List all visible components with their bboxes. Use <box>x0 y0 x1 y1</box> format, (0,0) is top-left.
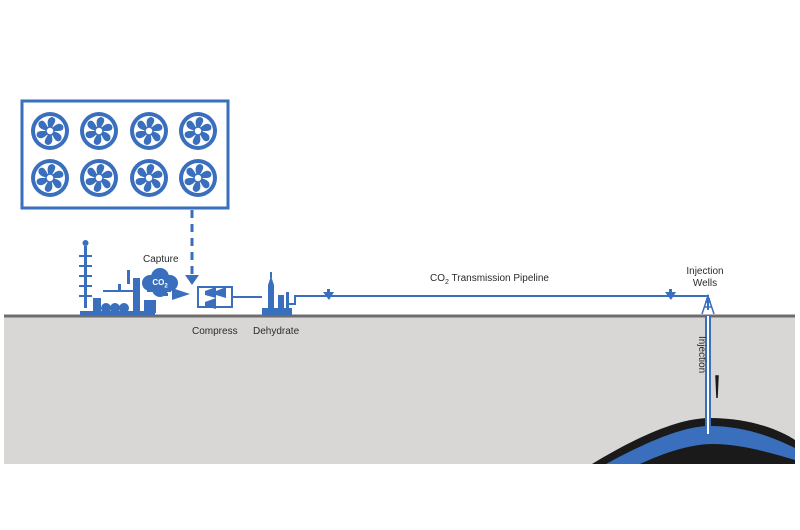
dehydrator-icon <box>262 272 292 315</box>
injection-label: Injection <box>696 336 707 374</box>
fan-icon <box>130 159 168 197</box>
pipeline-label-rest: Transmission Pipeline <box>448 273 549 284</box>
valve-icon <box>665 289 676 300</box>
factory-icon <box>79 240 156 315</box>
co2-cloud-icon <box>142 268 178 297</box>
capture-outlet-arrow <box>158 288 190 300</box>
capture-label: Capture <box>143 254 179 265</box>
fan-icon <box>179 112 217 150</box>
valve-icon <box>323 289 334 300</box>
fan-icon <box>130 112 168 150</box>
dehydrate-label: Dehydrate <box>253 326 300 337</box>
injection-arrow-icon <box>715 375 719 399</box>
injection-wells-line1: Injection <box>686 266 724 277</box>
storage-formation <box>592 418 795 464</box>
co2-bubble-label: CO2 <box>144 276 176 290</box>
air-flow-arrow <box>185 210 199 285</box>
co2-bubble-sub: 2 <box>164 283 168 290</box>
wellhead-icon <box>701 293 715 315</box>
pipeline-label: CO2 Transmission Pipeline <box>430 273 549 289</box>
fan-icon <box>80 112 118 150</box>
pipeline-label-sub: 2 <box>445 279 449 286</box>
co2-bubble-text: CO <box>152 278 165 287</box>
compressor-icon <box>197 286 233 309</box>
injection-wells-label: Injection Wells <box>680 266 730 290</box>
fan-icon <box>31 159 69 197</box>
fan-panel <box>20 99 230 210</box>
transmission-pipeline <box>232 295 709 310</box>
fan-icon <box>80 159 118 197</box>
injection-wells-line2: Wells <box>692 278 718 289</box>
compress-label: Compress <box>192 326 238 337</box>
fan-icon <box>179 159 217 197</box>
pipeline-label-prefix: CO <box>430 273 445 284</box>
fan-icon <box>31 112 69 150</box>
injection-well-pipe <box>705 316 711 434</box>
